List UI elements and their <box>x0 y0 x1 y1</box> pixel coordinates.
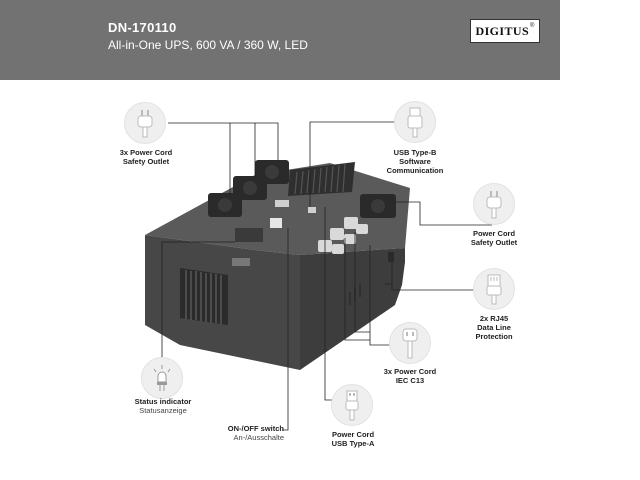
callout-rj45: 2x RJ45 Data Line Protection <box>475 314 513 341</box>
callout-onoff-switch: ON-/OFF switch An-/Ausschalte <box>227 424 284 442</box>
status-led-panel <box>235 228 263 242</box>
front-label <box>232 258 250 266</box>
power-plug-icon-circle <box>124 102 166 144</box>
iec-c13-plug-icon <box>402 328 418 359</box>
ups-right-face <box>300 248 405 370</box>
led-bulb-icon <box>153 365 171 391</box>
usb-b-icon-circle <box>394 101 436 143</box>
usb-a-plug-icon <box>345 390 359 421</box>
usb-ports <box>275 200 289 207</box>
callout-power-outlets: 3x Power Cord Safety Outlet <box>119 148 173 166</box>
callout-power-cord-outlet: Power Cord Safety Outlet <box>470 229 518 247</box>
callout-usb-a: Power Cord USB Type-A <box>331 430 375 448</box>
product-code: DN-170110 <box>108 20 177 35</box>
brand-logo: DIGITUS® <box>470 19 540 43</box>
usb-b-plug-icon <box>407 107 423 138</box>
power-plug-icon <box>137 110 153 138</box>
rj45-icon-circle <box>473 268 515 310</box>
led-icon-circle <box>141 357 183 399</box>
product-description: All-in-One UPS, 600 VA / 360 W, LED <box>108 38 308 52</box>
callout-iec-c13: 3x Power Cord IEC C13 <box>383 367 437 385</box>
power-switch <box>270 218 282 228</box>
iec-c13-icon-circle <box>389 322 431 364</box>
rj45-ports <box>388 252 394 262</box>
rj45-plug-icon <box>486 274 502 305</box>
header-banner: DN-170110 All-in-One UPS, 600 VA / 360 W… <box>0 0 560 80</box>
callout-usb-b: USB Type-B Software Communication <box>386 148 444 175</box>
power-plug-icon <box>486 191 502 219</box>
usb-b-port <box>308 207 316 213</box>
callout-status-indicator: Status indicator Statusanzeige <box>134 397 192 415</box>
usb-a-icon-circle <box>331 384 373 426</box>
power-plug-icon-circle <box>473 183 515 225</box>
